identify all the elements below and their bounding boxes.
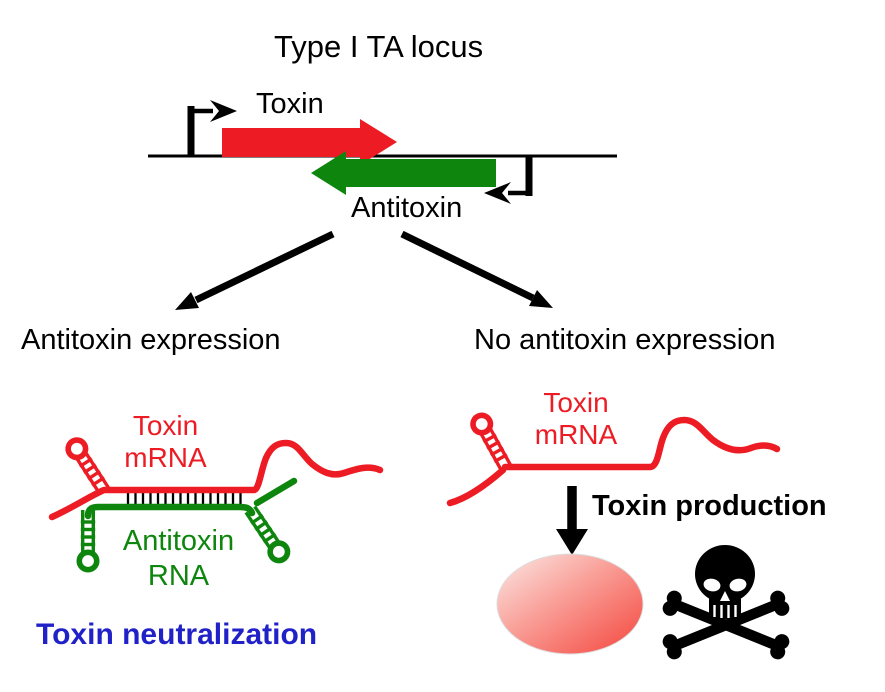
toxin-mrna-strand-left-panel — [48, 439, 384, 521]
toxin-protein-blob — [496, 553, 644, 655]
no-antitoxin-expression-label: No antitoxin expression — [474, 324, 776, 356]
toxin-gene-arrow — [222, 119, 397, 165]
figure-title: Type I TA locus — [274, 29, 484, 64]
branch-arrow-left — [175, 230, 335, 310]
branch-arrow-right — [400, 230, 553, 308]
base-pairing-rungs — [126, 493, 242, 505]
toxin-mrna-strand-right-panel — [446, 416, 781, 507]
antitoxin-gene-arrow — [311, 151, 496, 195]
antitoxin-rna-strand — [84, 503, 256, 520]
toxin-mrna-label-right: Toxin mRNA — [534, 387, 618, 450]
antitoxin-rna-free-end — [253, 477, 298, 507]
toxin-production-label: Toxin production — [592, 490, 827, 522]
antitoxin-gene-label: Antitoxin — [351, 192, 463, 224]
toxin-production-arrow — [556, 486, 588, 555]
toxin-gene-label: Toxin — [256, 88, 324, 120]
antitoxin-expression-label: Antitoxin expression — [21, 324, 281, 356]
antitoxin-rna-label: Antitoxin RNA — [122, 525, 235, 592]
toxin-mrna-label-left: Toxin mRNA — [124, 410, 207, 473]
toxin-neutralization-label: Toxin neutralization — [36, 618, 318, 651]
promoter-bent-arrow-left-icon — [484, 156, 533, 204]
promoter-bent-arrow-right-icon — [187, 100, 237, 157]
skull-crossbones-icon — [662, 545, 790, 660]
